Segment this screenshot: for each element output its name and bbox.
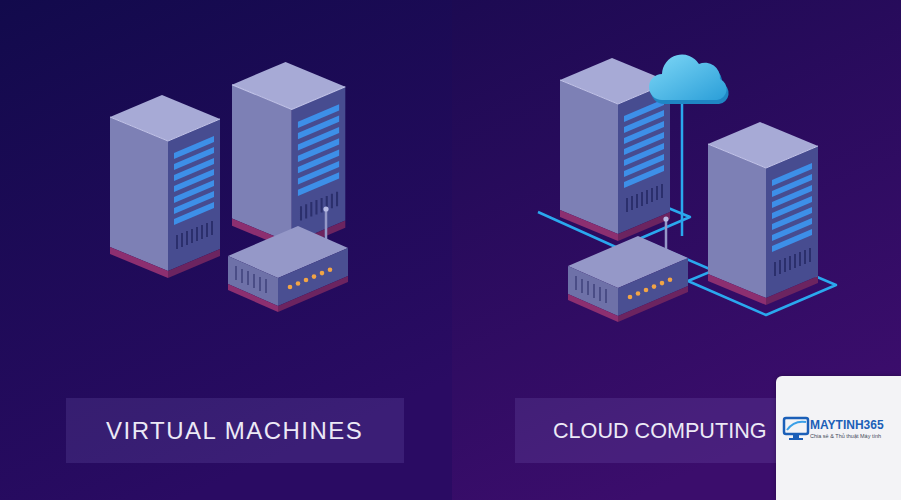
- watermark: MAYTINH365 Chia sẻ & Thủ thuật Máy tính: [776, 376, 901, 500]
- watermark-brand: MAYTINH365: [810, 418, 884, 432]
- logo-icon: [782, 416, 810, 442]
- section-title: CLOUD COMPUTING: [553, 418, 767, 444]
- right-ground: [452, 0, 901, 500]
- section-title: VIRTUAL MACHINES: [106, 417, 363, 445]
- server-tower: [708, 122, 818, 305]
- router: [228, 206, 348, 312]
- left-ground: [0, 0, 452, 500]
- cloud-icon: [649, 55, 729, 104]
- watermark-tagline: Chia sẻ & Thủ thuật Máy tính: [810, 433, 881, 439]
- section-label-panel: VIRTUAL MACHINES: [66, 398, 404, 463]
- server-tower: [232, 62, 345, 250]
- router: [568, 216, 688, 322]
- server-tower: [110, 95, 220, 278]
- virtual-machine-servers: [110, 62, 348, 312]
